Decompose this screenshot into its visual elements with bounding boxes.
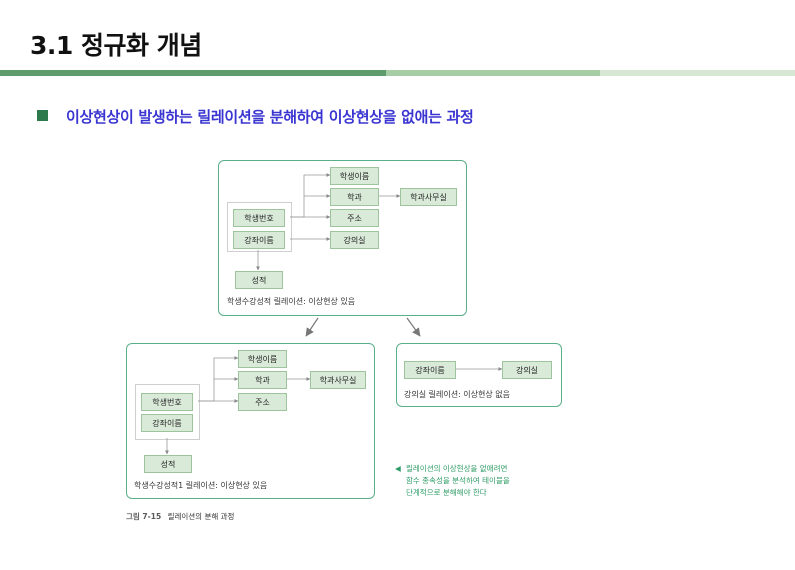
header-bar-segment-1	[0, 70, 386, 76]
left-panel-caption: 학생수강성적1 릴레이션: 이상현상 있음	[134, 481, 268, 490]
left-relation-panel	[126, 343, 375, 499]
figure-label: 그림 7-15	[126, 512, 162, 521]
right-node-course-name: 강좌이름	[404, 361, 456, 379]
left-node-course-name: 강좌이름	[141, 414, 193, 432]
note-marker-icon: ◀	[395, 464, 401, 473]
top-node-grade: 성적	[235, 271, 283, 289]
figure-title: 릴레이션의 분해 과정	[167, 512, 235, 521]
bullet-square-icon	[37, 110, 48, 121]
left-node-address: 주소	[238, 393, 287, 411]
top-node-course-name: 강좌이름	[233, 231, 285, 249]
left-node-dept: 학과	[238, 371, 287, 389]
left-node-student-no: 학생번호	[141, 393, 193, 411]
right-panel-caption: 강의실 릴레이션: 이상현상 없음	[404, 390, 511, 399]
left-key-group	[135, 384, 200, 440]
top-node-classroom: 강의실	[330, 231, 379, 249]
figure-caption: 그림 7-15 릴레이션의 분해 과정	[126, 511, 234, 522]
top-panel-caption: 학생수강성적 릴레이션: 이상현상 있음	[227, 297, 356, 306]
section-subtitle: 이상현상이 발생하는 릴레이션을 분해하여 이상현상을 없애는 과정	[66, 108, 474, 126]
note-line-1: 릴레이션의 이상현상을 없애려면	[406, 464, 508, 473]
right-node-classroom: 강의실	[502, 361, 552, 379]
left-node-grade: 성적	[144, 455, 192, 473]
note-line-3: 단계적으로 분해해야 한다	[406, 488, 487, 497]
header-bar-segment-2	[386, 70, 600, 76]
page-title: 3.1 정규화 개념	[30, 31, 202, 60]
note-text: 릴레이션의 이상현상을 없애려면 함수 종속성을 분석하여 테이블을 단계적으로…	[406, 463, 510, 499]
note-line-2: 함수 종속성을 분석하여 테이블을	[406, 476, 510, 485]
header-bar-segment-3	[600, 70, 795, 76]
top-node-dept-office: 학과사무실	[400, 188, 457, 206]
top-node-student-name: 학생이름	[330, 167, 379, 185]
top-node-student-no: 학생번호	[233, 209, 285, 227]
top-node-dept: 학과	[330, 188, 379, 206]
top-key-group	[227, 202, 292, 252]
left-node-student-name: 학생이름	[238, 350, 287, 368]
top-node-address: 주소	[330, 209, 379, 227]
left-node-dept-office: 학과사무실	[310, 371, 366, 389]
